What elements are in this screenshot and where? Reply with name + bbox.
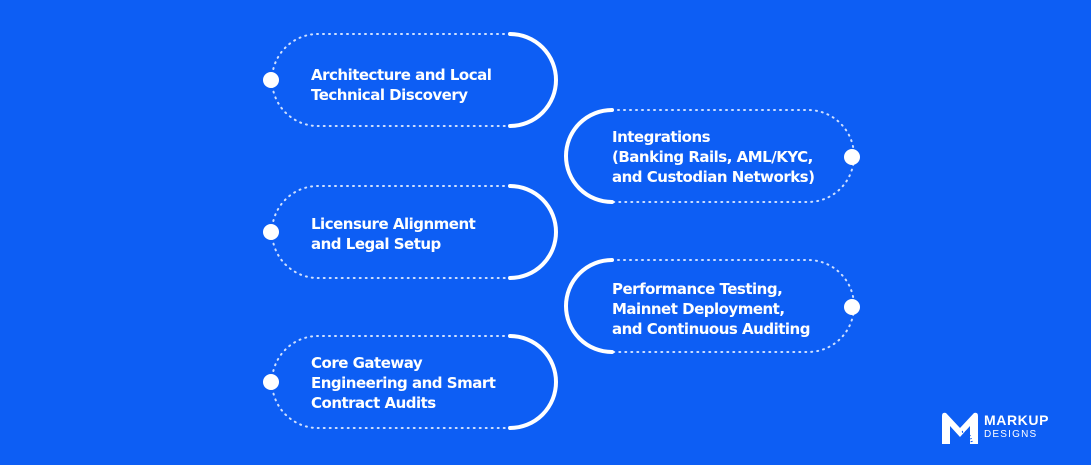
step-2-outline [611,109,855,203]
step-1-label: Architecture and Local Technical Discove… [311,66,492,104]
step-2-label: Integrations (Banking Rails, AML/KYC, an… [612,128,815,186]
step-2-dot [844,149,860,165]
markup-m-logo-icon [942,412,978,445]
logo-subtitle: DESIGNS [984,429,1038,440]
step-4-outline [611,259,855,353]
connector-3 [508,184,558,280]
step-5-label: Core Gateway Engineering and Smart Contr… [311,354,496,412]
step-4-dot [844,299,860,315]
step-3-dot [263,224,279,240]
step-1-dot [263,72,279,88]
step-4-label: Performance Testing, Mainnet Deployment,… [612,280,810,338]
connector-2 [564,108,614,204]
connector-4 [564,258,614,354]
logo-wordmark: MARKUP [984,412,1050,428]
step-3-label: Licensure Alignment and Legal Setup [311,215,476,253]
step-5-dot [263,374,279,390]
connector-1 [508,32,558,128]
connector-5 [508,334,558,430]
